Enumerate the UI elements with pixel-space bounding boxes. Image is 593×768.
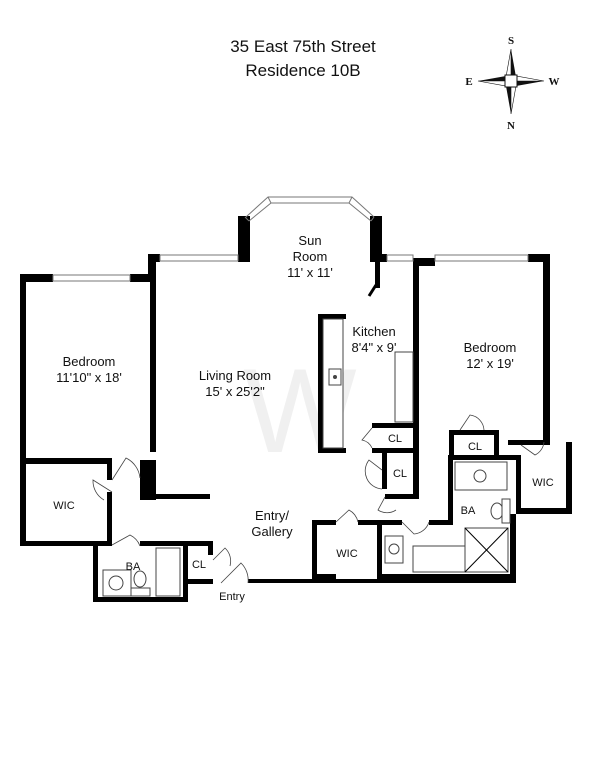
bedroom-right-size: 12' x 19'	[466, 356, 514, 371]
entry-label: Entry	[219, 591, 245, 603]
fixtures	[102, 284, 511, 597]
living-room-label: Living Room	[199, 368, 271, 383]
sun-room-label: Sun	[298, 233, 321, 248]
entry-gallery-label: Entry/	[255, 508, 289, 523]
address-title: 35 East 75th Street	[230, 37, 376, 56]
residence-subtitle: Residence 10B	[245, 61, 360, 80]
bedroom-left-size: 11'10" x 18'	[56, 370, 122, 385]
living-room-size: 15' x 25'2"	[205, 384, 265, 399]
windows	[52, 196, 529, 282]
compass-north-label: N	[507, 120, 515, 132]
compass-south-label: S	[508, 35, 514, 47]
sun-room-size: 11' x 11'	[287, 265, 333, 280]
wic-right-label: WIC	[532, 477, 553, 489]
bath-left-label: BA	[126, 561, 141, 573]
wic-center-label: WIC	[336, 548, 357, 560]
kitchen-label: Kitchen	[352, 324, 395, 339]
closet-entry-label: CL	[192, 559, 206, 571]
compass-west-label: W	[549, 76, 560, 88]
sun-room-label-2: Room	[293, 249, 328, 264]
kitchen-size: 8'4" x 9'	[352, 340, 397, 355]
compass-east-label: E	[465, 76, 472, 88]
doors	[92, 414, 545, 584]
closet-kitchen-bottom-label: CL	[393, 468, 407, 480]
bath-right-label: BA	[461, 505, 476, 517]
wic-left-label: WIC	[53, 500, 74, 512]
compass-rose-icon	[477, 48, 545, 115]
bedroom-right-label: Bedroom	[464, 340, 517, 355]
walls	[20, 216, 572, 602]
closet-kitchen-top-label: CL	[388, 433, 402, 445]
entry-gallery-label-2: Gallery	[251, 524, 293, 539]
closet-right-label: CL	[468, 441, 482, 453]
bedroom-left-label: Bedroom	[63, 354, 116, 369]
